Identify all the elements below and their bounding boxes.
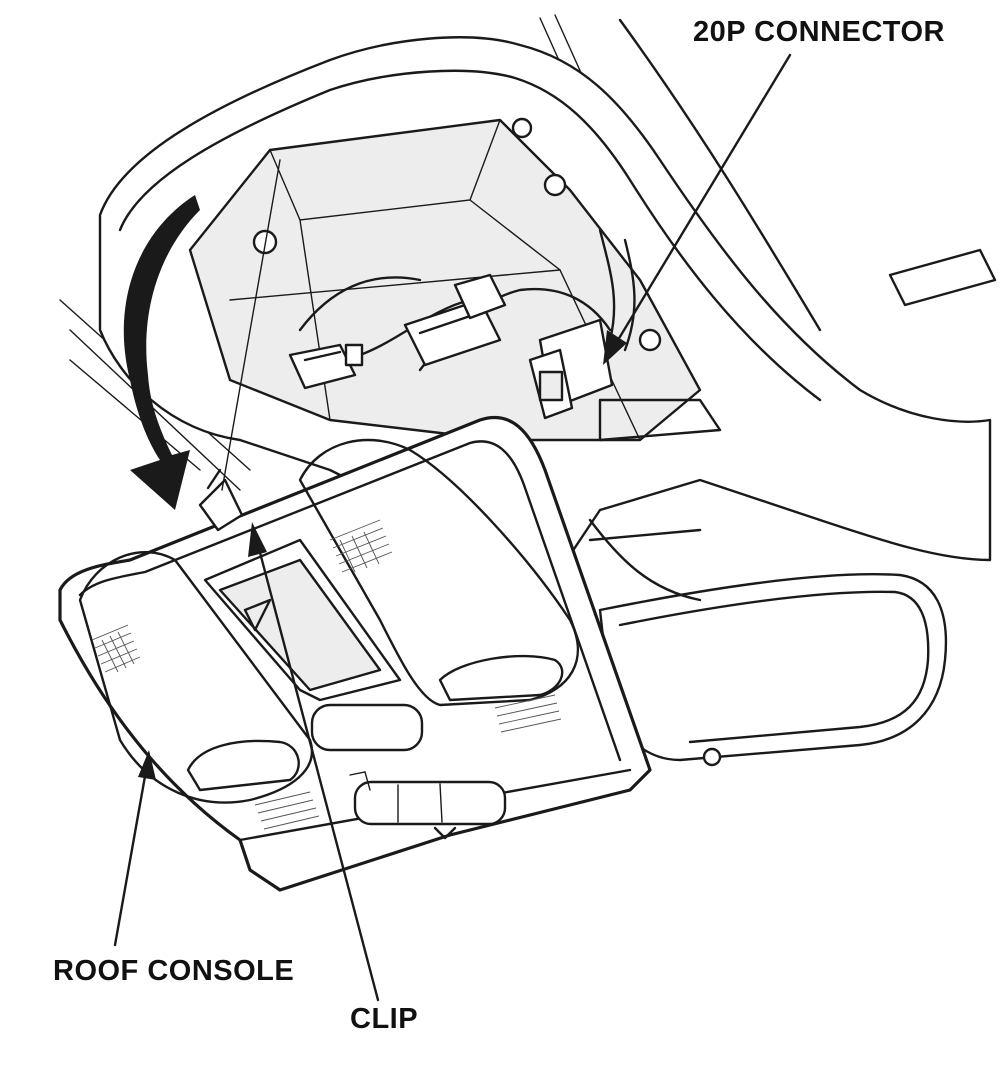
20p-connector (528, 318, 614, 420)
clip-label: CLIP (350, 1003, 419, 1035)
roof-console-label: ROOF CONSOLE (53, 955, 295, 987)
connector-label: 20P CONNECTOR (693, 16, 945, 48)
leader-lines (113, 53, 792, 1002)
small-connector-middle (403, 273, 507, 367)
roof-console (58, 415, 652, 892)
small-connector-left (288, 343, 364, 390)
rear-view-mirror (588, 248, 997, 767)
rotation-arrow (123, 195, 200, 510)
console-texture (91, 519, 562, 830)
